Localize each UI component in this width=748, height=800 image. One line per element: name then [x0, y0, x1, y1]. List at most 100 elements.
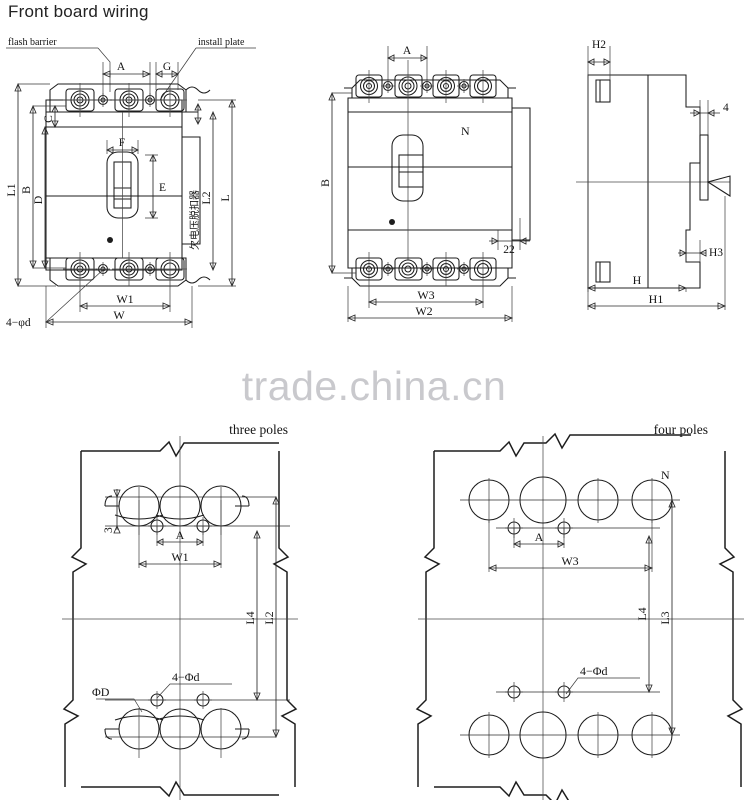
dimension-L4-panel3: L4 — [243, 529, 261, 702]
terminal-block-top-4p — [344, 60, 516, 260]
terminal — [63, 83, 97, 117]
mounting-screw — [96, 262, 110, 276]
dimension-H-label: H — [633, 273, 642, 287]
panel-four-caption: four poles — [654, 422, 708, 437]
dimension-W2: W2 — [346, 286, 514, 322]
panel-three-caption: three poles — [229, 422, 288, 437]
dimension-H1: H1 — [586, 196, 727, 310]
dimension-H3: H3 — [678, 240, 723, 262]
cutout-bottom-three — [104, 708, 250, 758]
panel-cutout-three-poles: three poles — [62, 422, 298, 800]
dimension-L2-label: L2 — [199, 191, 213, 204]
dimension-4-label: 4 — [723, 102, 729, 114]
callout-4Phid-p4: 4−Φd — [580, 664, 608, 678]
dimension-B-4p: B — [318, 91, 356, 275]
dimension-W3-panel4-label: W3 — [561, 554, 578, 568]
dimension-L4-panel4: L4 — [635, 534, 653, 694]
callout-flash-barrier-leader — [6, 47, 111, 92]
dimension-H3-label: H3 — [709, 247, 723, 259]
dimension-C-label: C — [43, 115, 55, 123]
panel-edge-top — [81, 440, 279, 458]
dimension-W1-label: W1 — [116, 292, 133, 306]
dimension-W3-panel4: W3 — [487, 520, 654, 572]
terminal-block-bottom-4p — [344, 252, 516, 287]
terminal — [394, 257, 423, 281]
dimension-W3: W3 — [367, 286, 485, 308]
panel4-edge-bottom — [434, 780, 570, 800]
panel-edge-right — [272, 451, 298, 787]
dimension-L1: L1 — [4, 82, 56, 288]
dimension-22: 22 — [489, 218, 530, 256]
callout-4Phid-leader-p4 — [565, 677, 640, 695]
dimension-F-label: F — [119, 137, 125, 149]
operating-handle-4p — [391, 134, 424, 202]
mounting-screw — [420, 262, 434, 276]
panel-cutout-four-poles: four poles N — [415, 422, 744, 800]
dimension-L: L — [198, 98, 236, 288]
dimension-W3-label: W3 — [417, 288, 434, 302]
dimension-L4-panel3-label: L4 — [243, 611, 257, 624]
dimension-4: 4 — [690, 100, 729, 135]
dimension-3: 3 — [103, 489, 121, 534]
dimension-H1-label: H1 — [649, 292, 664, 306]
operating-handle — [106, 112, 139, 258]
terminal — [432, 252, 460, 286]
dimension-H2-label: H2 — [592, 39, 606, 51]
dimension-F: F — [106, 137, 139, 154]
dimension-W1: W1 — [78, 286, 172, 312]
front-view-four-pole: N A B 22 — [318, 45, 531, 322]
side-view: H2 4 H3 H — [576, 39, 731, 310]
mounting-screw — [381, 79, 395, 93]
undervoltage-release-label-cn: 欠电压脱扣器 — [188, 190, 201, 250]
dimension-E: E — [145, 154, 166, 219]
accessory-housing-4p — [512, 107, 531, 241]
dimension-L4-panel4-label: L4 — [635, 607, 649, 620]
terminal — [63, 252, 97, 286]
dimension-C: C — [43, 105, 59, 128]
callout-PhiD-leader — [96, 698, 143, 713]
panel4-edge-right — [718, 451, 744, 787]
terminal — [355, 252, 383, 286]
indicator-dot-4p — [389, 219, 395, 225]
dimension-A-4p: A — [387, 45, 428, 80]
accessory-housing — [182, 136, 201, 245]
body-outline-4p — [347, 97, 513, 269]
dimension-G: G — [155, 61, 179, 90]
dimension-L3-panel4: L3 — [658, 498, 676, 737]
front-view-three-pole: flash barrier install plate 欠电压脱扣器 — [4, 37, 256, 329]
hole-note-leader — [45, 267, 106, 323]
mounting-clip-top — [595, 79, 611, 103]
handle-plate — [699, 134, 731, 201]
dimension-D: D — [31, 125, 49, 270]
dimension-L2-panel3-label: L2 — [262, 611, 276, 624]
dimension-L1-label: L1 — [4, 183, 18, 196]
callout-4Phid-leader-p3 — [156, 683, 232, 699]
terminal — [112, 252, 146, 286]
dimension-W-label: W — [113, 308, 125, 322]
dimension-W: W — [44, 286, 194, 328]
dimension-A-panel3-label: A — [176, 528, 185, 542]
dimension-E-label: E — [159, 182, 166, 194]
mounting-screw — [420, 79, 434, 93]
dimension-A-4p-label: A — [403, 45, 412, 57]
callout-4Phid-p3: 4−Φd — [172, 670, 200, 684]
dimension-L-label: L — [218, 194, 232, 201]
hole-note-front: 4−φd — [6, 317, 31, 329]
dimension-L2-panel3: L2 — [262, 495, 280, 739]
dimension-A-panel4-label: A — [535, 530, 544, 544]
dimension-A-panel3: A — [156, 526, 204, 546]
dimension-W1-panel3: W1 — [137, 500, 223, 568]
neutral-label-4p: N — [461, 124, 470, 138]
panel-edge-bottom — [81, 780, 279, 798]
mounting-screw — [143, 262, 157, 276]
mounting-clip-bottom — [595, 261, 611, 283]
dimension-A: A — [101, 61, 152, 96]
side-body-outline — [587, 74, 701, 289]
terminal — [355, 70, 383, 103]
dimension-G-label: G — [163, 61, 171, 73]
dimension-D-label: D — [31, 195, 45, 204]
mounting-screw — [457, 262, 471, 276]
dimension-A-panel4: A — [513, 528, 565, 548]
dimension-barrier-thickness — [194, 103, 202, 125]
dimension-3-label: 3 — [103, 527, 115, 533]
